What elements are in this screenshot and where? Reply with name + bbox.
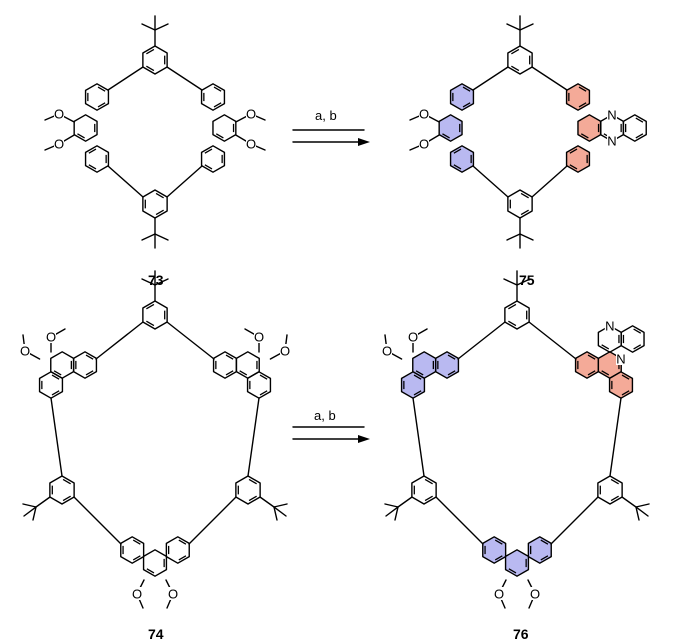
structure-75: OO NN [409, 15, 647, 249]
structure-76: O O N N O O [382, 270, 650, 609]
svg-text:O: O [246, 107, 256, 122]
svg-text:N: N [607, 108, 616, 123]
svg-text:O: O [530, 587, 540, 602]
svg-text:O: O [382, 344, 392, 359]
reaction-arrow-bottom [292, 435, 370, 443]
svg-text:O: O [246, 137, 256, 152]
compound-label-74: 74 [148, 626, 164, 642]
svg-text:O: O [132, 587, 142, 602]
reaction-conditions-top: a, b [315, 108, 337, 123]
compound-label-75: 75 [519, 272, 535, 288]
svg-text:N: N [605, 319, 614, 334]
svg-text:O: O [419, 107, 429, 122]
svg-text:O: O [54, 107, 64, 122]
compound-label-76: 76 [513, 626, 529, 642]
svg-text:N: N [607, 134, 616, 149]
svg-text:O: O [419, 137, 429, 152]
reaction-conditions-bottom: a, b [314, 408, 336, 423]
svg-text:O: O [168, 587, 178, 602]
reaction-arrow-top [292, 138, 370, 146]
compound-label-73: 73 [148, 272, 164, 288]
svg-text:O: O [408, 330, 418, 345]
svg-text:O: O [20, 344, 30, 359]
structure-74: O O O O O O [20, 270, 290, 609]
svg-text:O: O [494, 587, 504, 602]
svg-text:O: O [54, 137, 64, 152]
svg-text:O: O [254, 330, 264, 345]
svg-text:O: O [46, 330, 56, 345]
svg-text:N: N [616, 352, 625, 367]
svg-text:O: O [280, 344, 290, 359]
